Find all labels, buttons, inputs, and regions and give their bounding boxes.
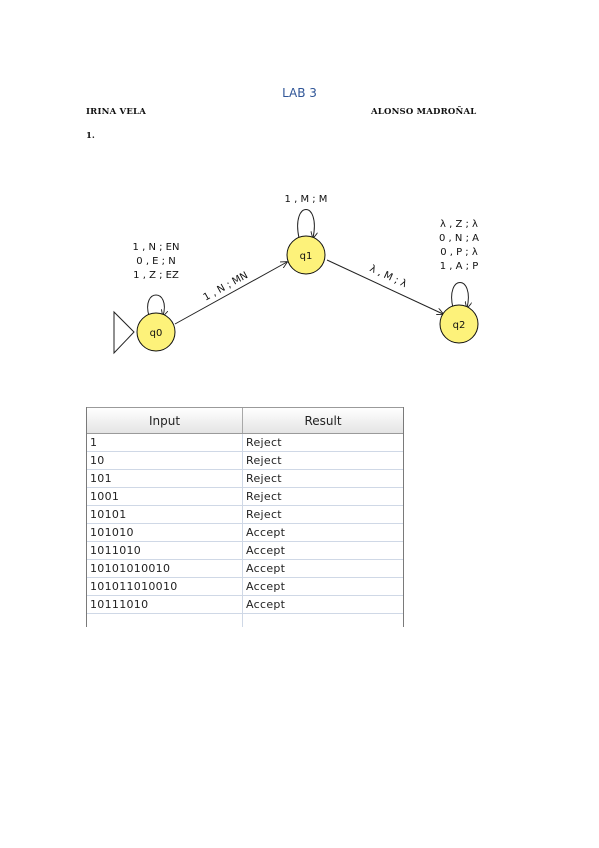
document-title: LAB 3 [282,86,317,100]
input-cell: 10111010 [87,596,243,613]
table-empty-row [87,614,403,627]
author-left: IRINA VELA [86,107,146,117]
result-cell: Reject [246,454,282,467]
result-cell: Accept [246,526,286,539]
state-q1: q1 [286,235,326,275]
edge-q1-q2 [326,259,443,314]
result-cell: Reject [246,490,282,503]
state-q0: q0 [136,312,176,352]
header-result[interactable]: Result [304,413,342,428]
author-right: ALONSO MADROÑAL [371,107,477,117]
result-cell: Accept [246,580,286,593]
loop-q2-label-1: λ , Z ; λ [440,219,478,230]
input-cell: 10 [87,452,243,469]
state-q2-label: q2 [453,320,466,331]
loop-q2-label-3: 0 , P ; λ [440,247,478,258]
pda-state-diagram: q0 q1 q2 1 , N ; EN 0 , E ; N 1 , Z ; EZ… [113,194,479,355]
loop-q1 [297,209,315,239]
result-cell: Reject [246,508,282,521]
input-cell: 10101 [87,506,243,523]
state-q2: q2 [439,304,479,344]
edge-q1-q2-label: λ , M ; λ [368,263,409,290]
input-cell: 10101010010 [87,560,243,577]
result-cell: Reject [246,436,282,449]
loop-q2 [451,282,469,309]
state-q0-label: q0 [150,328,163,339]
loop-q0-label-2: 0 , E ; N [136,256,175,267]
initial-state-arrow [113,310,135,355]
loop-q0-label-1: 1 , N ; EN [133,242,180,253]
section-number: 1. [86,131,95,141]
loop-q0 [147,294,165,316]
table-header: Input Result [87,407,403,434]
input-cell: 101 [87,470,243,487]
header-input[interactable]: Input [87,408,243,433]
input-cell: 101010 [87,524,243,541]
result-cell: Accept [246,562,286,575]
input-cell: 101011010010 [87,578,243,595]
input-cell: 1 [87,434,243,451]
input-cell: 1011010 [87,542,243,559]
result-cell: Reject [246,472,282,485]
loop-q0-label-3: 1 , Z ; EZ [133,270,179,281]
result-cell: Accept [246,544,286,557]
loop-q1-label-1: 1 , M ; M [285,194,328,205]
result-cell: Accept [246,598,286,611]
state-q1-label: q1 [300,251,313,262]
input-cell: 1001 [87,488,243,505]
loop-q2-label-4: 1 , A ; P [440,261,479,272]
loop-q2-label-2: 0 , N ; A [439,233,479,244]
edge-q0-q1 [174,262,287,325]
